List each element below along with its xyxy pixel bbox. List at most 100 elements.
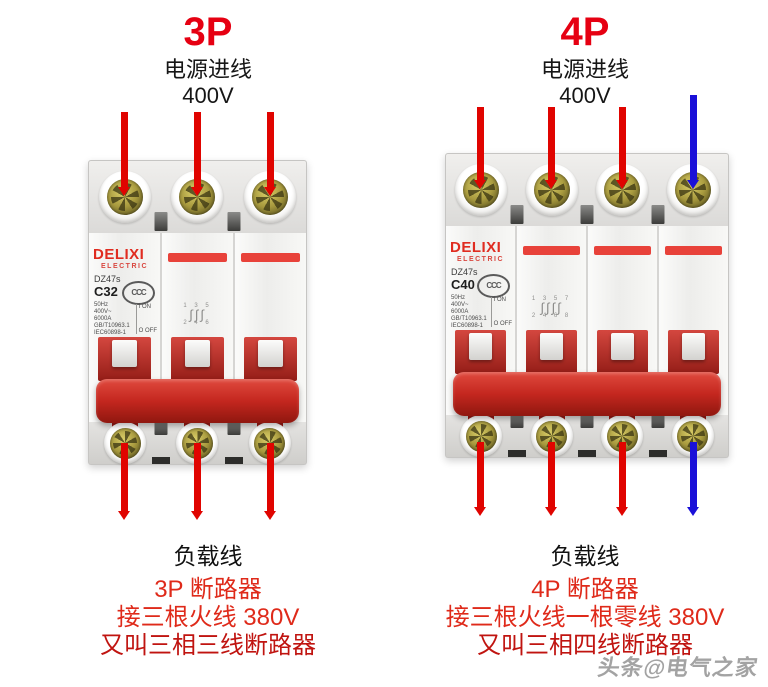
edge-clip: [648, 450, 667, 457]
pole-red-stripe: [665, 245, 722, 255]
supply-arrow-red: [191, 112, 203, 196]
model-code: DZ47s: [94, 273, 121, 284]
supply-arrow-red: [118, 112, 130, 196]
right-load-label: 负载线: [550, 543, 620, 569]
left-desc-3: 又叫三相三线断路器: [100, 632, 316, 659]
pole-red-stripe: [241, 252, 300, 262]
supply-arrow-blue: [687, 95, 699, 189]
right-supply-label: 电源进线: [540, 57, 629, 82]
handle-lever: [258, 339, 283, 367]
terminal-clip: [227, 420, 241, 435]
ccc-certification-mark: CCC: [122, 280, 155, 305]
supply-arrow-red: [264, 112, 276, 196]
handle-lever: [610, 332, 635, 360]
load-terminal: [671, 415, 714, 457]
pole-red-stripe: [168, 252, 227, 262]
handle-window: [454, 329, 507, 374]
brand-subtitle: ELECTRIC: [101, 262, 148, 270]
current-rating: C32: [94, 283, 118, 299]
right-desc-3: 又叫三相四线断路器: [477, 632, 693, 659]
line-terminal: [596, 163, 649, 216]
terminal-screw: [536, 420, 568, 452]
left-footer: 负载线 3P 断路器 接三根火线 380V 又叫三相三线断路器: [38, 537, 378, 660]
edge-clip: [224, 457, 243, 464]
brand-logo: DELIXI: [93, 245, 145, 263]
contact-symbols: 1 3 5∫∫∫2 4 6: [162, 303, 233, 326]
handle-lever: [539, 332, 564, 360]
contact-curves: ∫∫∫∫: [540, 299, 563, 315]
spec-line: IEC60898-1: [451, 322, 484, 329]
spec-line: 6000A: [94, 315, 112, 322]
terminal-strip-top: [445, 153, 729, 226]
toggle-handle-bar: [453, 371, 721, 416]
handle-window: [596, 329, 649, 374]
handle-window: [244, 336, 297, 381]
on-marking: I ON: [138, 303, 151, 310]
terminal-cell: [658, 154, 729, 226]
ccc-certification-mark: CCC: [477, 273, 510, 298]
spec-line: 6000A: [451, 308, 469, 315]
handle-window: [98, 336, 151, 381]
right-desc-2: 接三根火线一根零线 380V: [445, 604, 725, 631]
terminal-clip: [154, 420, 168, 435]
load-arrow-blue: [687, 442, 699, 516]
line-terminal: [171, 170, 224, 223]
terminal-screw: [674, 171, 711, 208]
load-terminal: [530, 415, 573, 457]
contact-curves: ∫∫∫: [189, 306, 206, 322]
pole-red-stripe: [594, 245, 651, 255]
right-supply-voltage: 400V: [559, 83, 611, 108]
spec-line: GB/T10963.1: [451, 315, 487, 322]
spec-line: 400V~: [451, 301, 469, 308]
edge-clip: [578, 450, 596, 457]
edge-clip: [507, 450, 526, 457]
left-desc-1: 3P 断路器: [154, 576, 262, 603]
handle-lever: [468, 332, 493, 360]
supply-arrow-red: [616, 107, 628, 189]
watermark: 头条@电气之家: [596, 655, 760, 680]
spec-line: GB/T10963.1: [94, 322, 130, 329]
terminal-clip: [580, 413, 594, 428]
spec-line: 50Hz: [451, 294, 466, 301]
left-desc-2: 接三根火线 380V: [116, 604, 300, 631]
handle-lever: [112, 339, 137, 367]
right-pole-heading: 4P: [560, 10, 610, 54]
terminal-clip: [510, 413, 523, 428]
terminal-cell: [658, 412, 729, 457]
left-supply-label: 电源进线: [163, 57, 252, 82]
handle-lever: [185, 339, 210, 367]
terminal-cell: [161, 161, 233, 233]
terminal-clip: [580, 204, 594, 224]
off-marking: O OFF: [493, 320, 512, 327]
terminal-clip: [651, 413, 664, 428]
left-supply-voltage: 400V: [182, 83, 234, 108]
edge-clip: [152, 457, 171, 464]
spec-line: 400V~: [94, 308, 112, 315]
line-terminal: [666, 163, 719, 216]
model-code: DZ47s: [451, 266, 478, 277]
contact-numbers-top: 1 3 5: [183, 302, 212, 309]
terminal-clip: [510, 204, 523, 224]
spec-line: 50Hz: [94, 301, 109, 308]
left-load-label: 负载线: [173, 543, 243, 569]
terminal-strip-bottom: [445, 412, 729, 458]
load-arrow-red: [191, 443, 203, 520]
load-arrow-red: [118, 443, 130, 520]
contact-symbols: 1 3 5 7∫∫∫∫2 4 6 8: [517, 296, 586, 319]
terminal-clip: [154, 211, 168, 231]
toggle-handle-bar: [96, 378, 299, 423]
terminal-screw: [677, 420, 709, 452]
left-pole-heading: 3P: [183, 10, 233, 54]
handle-window: [667, 329, 720, 374]
contact-numbers-bottom: 2 4 6 8: [531, 312, 572, 319]
load-arrow-red: [474, 442, 486, 516]
terminal-cell: [587, 154, 658, 226]
